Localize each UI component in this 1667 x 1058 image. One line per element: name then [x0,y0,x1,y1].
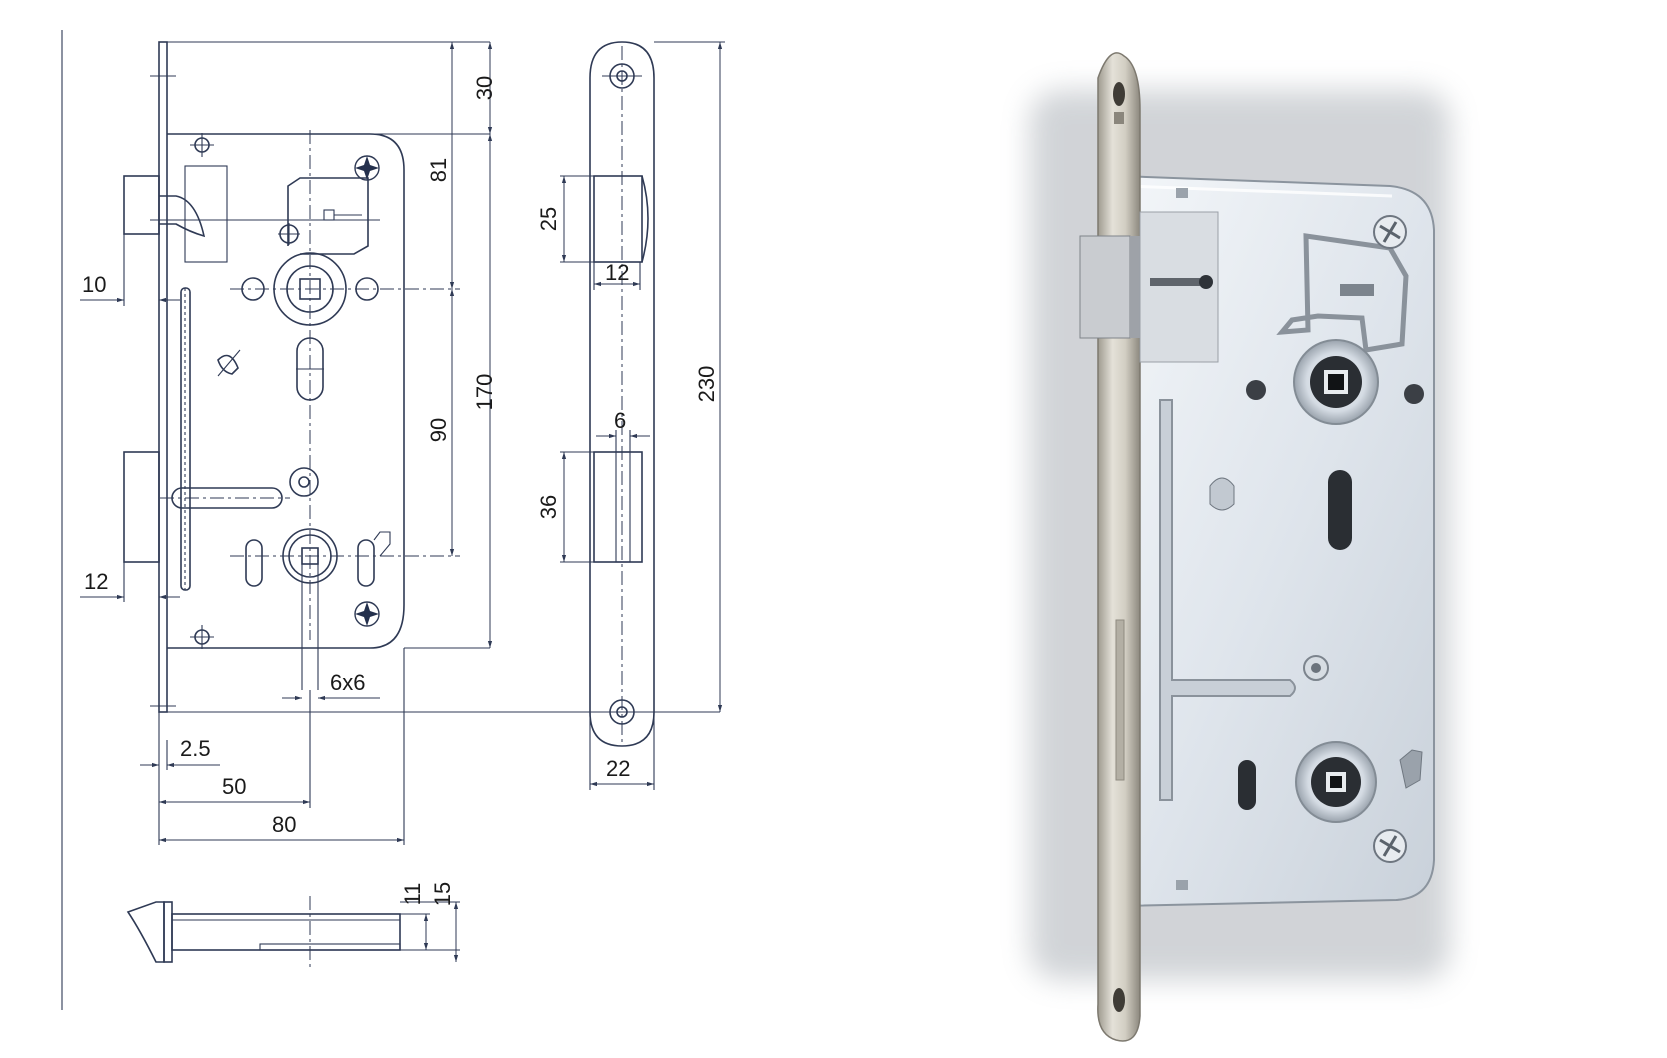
dim-10: 10 [82,272,106,297]
photo-faceplate [1097,52,1141,1042]
side-latch-opening [593,175,643,263]
dim-90: 90 [426,418,451,442]
photo-turn [1238,741,1423,823]
front-faceplate [158,41,168,713]
dim-12-left: 12 [84,569,108,594]
dim-81: 81 [426,158,451,182]
dim-15: 15 [430,882,455,906]
dim-11: 11 [400,883,425,906]
photo-follower [1246,339,1424,425]
front-view: 30 81 90 170 10 12 6x6 2.5 50 80 [80,41,720,845]
bottom-view: 11 15 [126,882,460,968]
dim-22: 22 [606,756,630,781]
side-bolt-opening [593,451,643,563]
photo-screws [1373,215,1407,863]
screw-marks [190,133,380,649]
latch-bolt [123,165,380,263]
dim-50: 50 [222,774,246,799]
dead-bolt [123,451,290,563]
side-view: 25 12 6 36 230 22 [536,41,725,790]
bottom-latch-tip [126,901,165,963]
dim-25: 25 [536,207,561,231]
dim-36: 36 [536,495,561,519]
dim-170: 170 [472,374,497,411]
dim-30: 30 [472,76,497,100]
latch-lever [287,177,369,255]
dim-230: 230 [694,366,719,403]
dim-80: 80 [272,812,296,837]
dim-6: 6 [614,408,626,433]
dim-2-5: 2.5 [180,736,211,761]
front-case [167,133,405,649]
dim-6x6: 6x6 [330,670,365,695]
dim-12-top: 12 [605,260,629,285]
lock-photo [1030,52,1450,1042]
